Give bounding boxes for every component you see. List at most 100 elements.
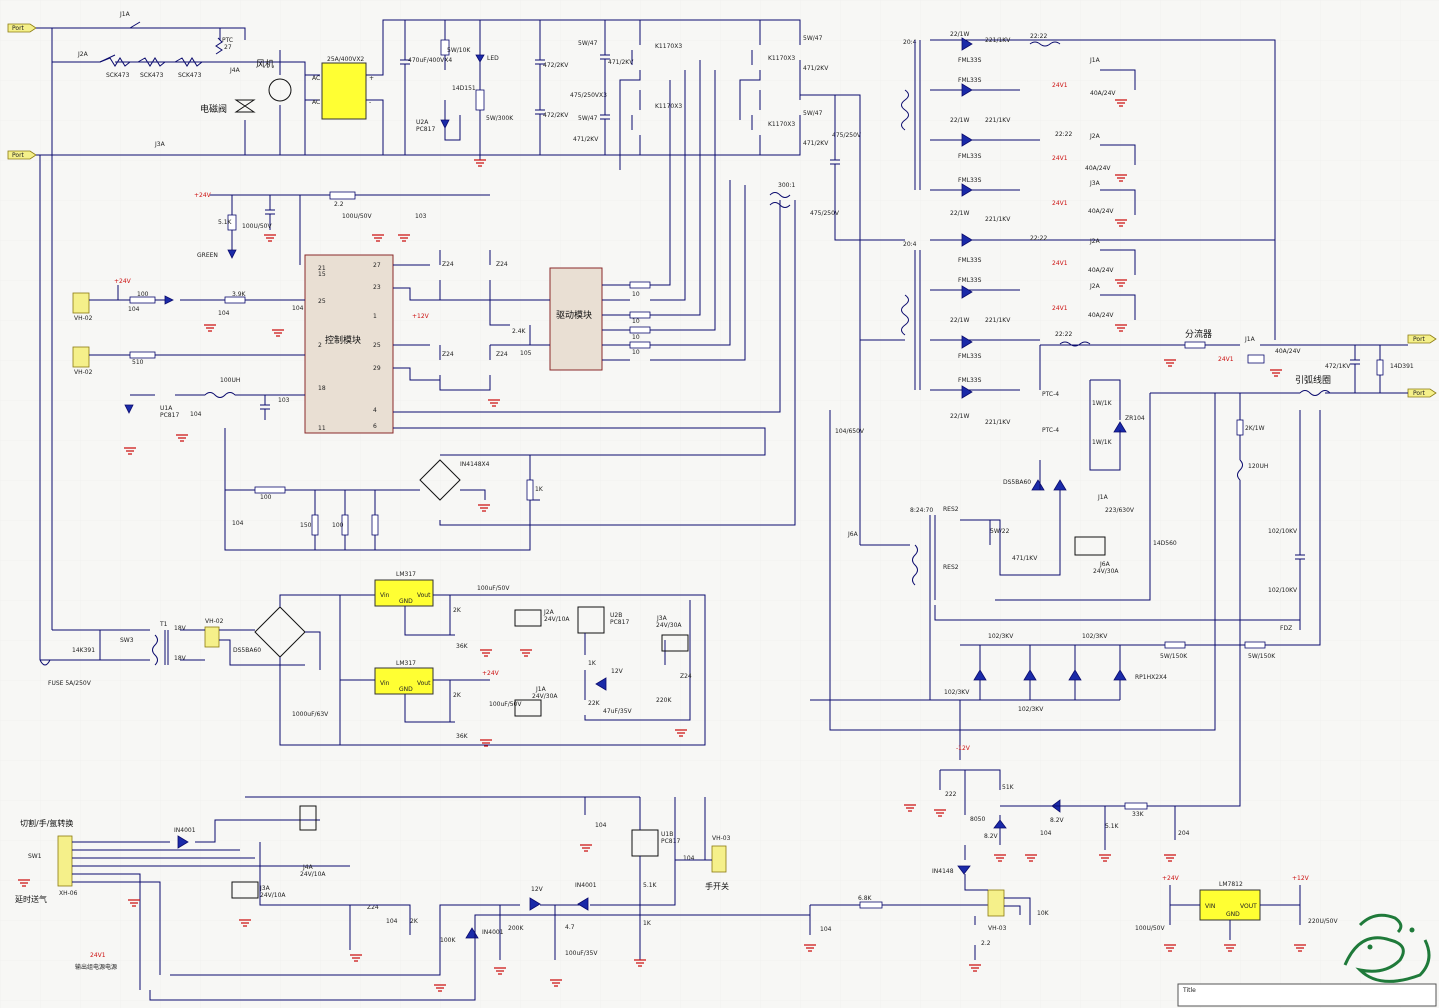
ds5ba60-label-1: DS5BA60 — [233, 647, 261, 654]
svg-text:6: 6 — [373, 423, 377, 430]
c102-10kv-1: 102/10KV — [1268, 528, 1298, 535]
r2222-2: 22:22 — [1055, 131, 1072, 138]
control-supply: +24V 5.1K GREEN 100U/50V 2.2 100U/50V 10… — [194, 191, 490, 265]
c104-3: 104 — [128, 306, 140, 313]
c100u50b: 100U/50V — [1135, 925, 1166, 932]
pc817-b: PC817 — [160, 412, 179, 419]
r22-1w-4: 22/1W — [950, 317, 969, 324]
vh02-connector-a: VH-02 — [72, 292, 93, 322]
r12v: 12V — [611, 668, 624, 675]
v24v1-bottom: 24V1 — [90, 952, 106, 959]
svg-text:11: 11 — [318, 425, 326, 432]
drive-module-label: 驱动模块 — [556, 309, 592, 321]
r5w47-3: 5W/47 — [803, 35, 823, 42]
c103-label: 103 — [415, 213, 427, 220]
r51k-label: 5.1K — [218, 219, 233, 226]
r22-1w-1: 22/1W — [950, 31, 969, 38]
shunt-label: 分流器 — [1185, 328, 1212, 340]
vh06-label: XH-06 — [59, 890, 78, 897]
j3a-c-rating: 24V/10A — [260, 892, 286, 899]
arc-coil-label: 引弧线圈 — [1295, 374, 1331, 386]
r10c: 10 — [632, 334, 640, 341]
vh02-c: VH-02 — [205, 618, 224, 625]
c223: 223/630V — [1105, 507, 1135, 514]
j1a-label: J1A — [119, 11, 131, 18]
watermark-logo — [1343, 913, 1431, 983]
output-port-2: Port — [1407, 388, 1437, 398]
r22-1w-2: 22/1W — [950, 117, 969, 124]
c104-9: 104 — [1040, 830, 1052, 837]
r33k: 33K — [1132, 811, 1145, 818]
j6a-relay: J6A — [1099, 561, 1111, 568]
svg-text:-: - — [369, 99, 371, 106]
z24-1: Z24 — [442, 261, 454, 268]
v18-1: 18V — [174, 625, 187, 632]
r1w-1k-2: 1W/1K — [1092, 439, 1113, 446]
ptc4-1: PTC-4 — [1042, 391, 1059, 398]
v24-label: +24V — [194, 192, 212, 199]
r100b: 100 — [260, 494, 272, 501]
input-port-1: Port — [7, 23, 37, 33]
xfmr-ratio-2: 20:4 — [903, 241, 917, 248]
pc817-c: PC817 — [610, 619, 629, 626]
r68k: 6.8K — [858, 895, 873, 902]
r2222-4: 22:22 — [1055, 331, 1072, 338]
sck-label-3: SCK473 — [178, 72, 202, 79]
c104-8: 104 — [595, 822, 607, 829]
r1k-c: 1K — [643, 920, 652, 927]
hf-section: 104/650V J6A 8:24:70 RES2 RES2 5W/22 471… — [829, 95, 1300, 731]
fml33s-4: FML33S — [958, 177, 982, 184]
r1w-1k-1: 1W/1K — [1092, 400, 1113, 407]
led-label: LED — [487, 55, 499, 62]
c103-b: 103 — [278, 397, 290, 404]
svg-text:21: 21 — [318, 265, 326, 272]
fml33s-7: FML33S — [958, 353, 982, 360]
u1a-label: U1A — [160, 405, 173, 412]
xfmr-ratio-1: 20:4 — [903, 39, 917, 46]
r22-b: 2.2 — [981, 940, 991, 947]
ptc4-2: PTC-4 — [1042, 427, 1059, 434]
c472-2-label: 472/2KV — [543, 112, 569, 119]
gate-drivers: Z24 Z24 Z24 Z24 2.4K 105 +12V — [393, 250, 532, 407]
solenoid-valve: 电磁阀 — [200, 99, 256, 115]
ds5ba60-label-2: DS5BA60 — [1003, 479, 1031, 486]
j3a-label: J3A — [154, 141, 166, 148]
r510-label: 510 — [132, 359, 144, 366]
v24-c: +24V — [482, 670, 500, 677]
fan-motor: 风机 — [256, 58, 292, 102]
c100u-label: 100U/50V — [242, 223, 273, 230]
c104-7: 104 — [683, 855, 695, 862]
r47: 4.7 — [565, 924, 575, 931]
svg-text:GND: GND — [399, 598, 413, 605]
r51k-b: 5.1K — [643, 882, 658, 889]
c221-2: 221/1KV — [985, 117, 1011, 124]
r100uh-label: 100UH — [220, 377, 240, 384]
c472-1-label: 472/2KV — [543, 62, 569, 69]
z82v-a: 8.2V — [984, 833, 999, 840]
j2a-label: J2A — [77, 51, 89, 58]
j2a-relay-rating: 24V/10A — [544, 616, 570, 623]
v18-2: 18V — [174, 655, 187, 662]
port-label: Port — [1413, 336, 1426, 343]
c100u-2: 100U/50V — [342, 213, 373, 220]
r2k-1: 2K — [453, 607, 462, 614]
output-port-1: Port — [1407, 334, 1437, 344]
bridge-rectifier: 25A/400VX2 AC AC + - — [312, 56, 374, 120]
fan-label: 风机 — [256, 58, 274, 70]
r10b: 10 — [632, 318, 640, 325]
relay-j1b: J2A — [1089, 133, 1101, 140]
r2k-2: 2K — [453, 692, 462, 699]
port-label: Port — [12, 25, 25, 32]
k1170-3: K1170X3 — [768, 55, 795, 62]
c204: 204 — [1178, 830, 1190, 837]
svg-text:Vin: Vin — [380, 680, 390, 687]
control-module-label: 控制模块 — [325, 334, 361, 346]
c221-1: 221/1KV — [985, 37, 1011, 44]
z24-3: Z24 — [442, 351, 454, 358]
c471-1-label: 471/2KV — [608, 59, 634, 66]
c102-3kv-4: 102/3KV — [1018, 706, 1044, 713]
in4001-b: IN4001 — [482, 929, 504, 936]
port-label: Port — [1413, 390, 1426, 397]
c104-c: 104 — [820, 926, 832, 933]
neg12v-label: -12V — [956, 745, 971, 752]
